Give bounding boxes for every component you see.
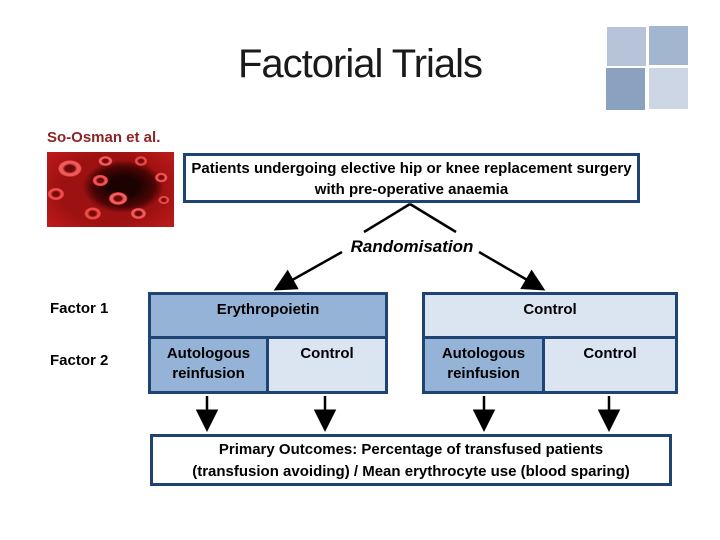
population-box: Patients undergoing elective hip or knee… [183,153,640,203]
cell-autologous-reinfusion: Autologous reinfusion [425,339,545,391]
cell-autologous-reinfusion: Autologous reinfusion [151,339,269,391]
cell-control: Control [269,339,385,391]
logo-square-bottom-right-icon [649,68,688,109]
cell-control: Control [545,339,675,391]
outcomes-line1: Primary Outcomes: Percentage of transfus… [218,441,604,458]
blood-cells-image [47,152,174,227]
logo-square-top-right-icon [649,26,688,65]
arm-group-control: Control Autologous reinfusion Control [422,292,678,394]
logo-square-bottom-left-icon [606,68,645,110]
slide-title: Factorial Trials [237,42,483,86]
factor1-label: Factor 1 [50,300,109,317]
cell-control-top: Control [425,295,675,339]
outcomes-line2: (transfusion avoiding) / Mean erythrocyt… [192,462,630,480]
cell-erythropoietin: Erythropoietin [151,295,385,339]
arm-group-erythropoietin: Erythropoietin Autologous reinfusion Con… [148,292,388,394]
logo-square-top-left-icon [607,27,646,66]
citation-text: So-Osman et al. [47,129,161,146]
factor2-label: Factor 2 [50,352,109,369]
randomisation-label: Randomisation [350,237,474,256]
primary-outcomes-box: Primary Outcomes: Percentage of transfus… [150,434,672,486]
